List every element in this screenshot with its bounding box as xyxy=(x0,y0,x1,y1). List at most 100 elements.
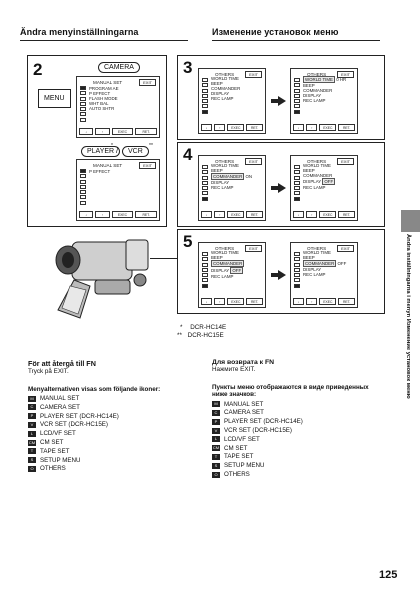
camera-set-icon xyxy=(294,257,300,262)
list-item-label: OTHERS xyxy=(224,471,250,479)
selected-item[interactable]: COMMANDER xyxy=(303,260,337,267)
exec-button[interactable]: EXEC xyxy=(319,124,337,131)
player-footnote-mark: * xyxy=(111,143,113,149)
others-icon xyxy=(202,283,208,288)
exec-button[interactable]: EXEC xyxy=(111,128,134,135)
exit-button[interactable]: EXIT xyxy=(245,245,262,252)
menu-item[interactable]: BEEP xyxy=(303,83,315,88)
menu-item[interactable]: COMMANDER xyxy=(211,86,241,91)
ret-button[interactable]: RET. xyxy=(246,124,263,131)
menu-item[interactable]: REC LAMP xyxy=(303,98,326,103)
menu-item[interactable]: WORLD TIME xyxy=(211,76,239,81)
menu-item[interactable]: DISPLAY xyxy=(211,180,230,185)
screen-title: MANUAL SET xyxy=(93,80,123,85)
ret-button[interactable]: RET. xyxy=(135,211,157,218)
down-button[interactable]: ↓ xyxy=(79,211,94,218)
menu-item[interactable]: REC LAMP xyxy=(303,272,326,277)
menu-item[interactable]: FLASH MODE xyxy=(89,96,118,101)
menu-item[interactable]: COMMANDER xyxy=(303,88,333,93)
ret-button[interactable]: RET. xyxy=(338,298,355,305)
menu-item[interactable]: REC LAMP xyxy=(303,185,326,190)
exec-button[interactable]: EXEC xyxy=(227,211,245,218)
ret-button[interactable]: RET. xyxy=(338,211,355,218)
exit-button[interactable]: EXIT xyxy=(139,79,156,86)
ret-button[interactable]: RET. xyxy=(135,128,157,135)
exec-button[interactable]: EXEC xyxy=(227,298,245,305)
ret-button[interactable]: RET. xyxy=(246,211,263,218)
menu-item[interactable]: BEEP xyxy=(303,255,315,260)
exit-button[interactable]: EXIT xyxy=(337,158,354,165)
menu-item[interactable]: DISPLAY OFF xyxy=(303,178,336,185)
menu-item[interactable]: COMMANDER xyxy=(211,260,245,267)
exec-button[interactable]: EXEC xyxy=(111,211,134,218)
exit-button[interactable]: EXIT xyxy=(337,71,354,78)
exec-button[interactable]: EXEC xyxy=(319,298,337,305)
menu-item[interactable]: WORLD TIME xyxy=(211,250,239,255)
item-label[interactable]: DISPLAY xyxy=(303,179,322,184)
up-button[interactable]: ↑ xyxy=(306,211,318,218)
menu-item[interactable]: REC LAMP xyxy=(211,96,234,101)
menu-button[interactable]: MENU xyxy=(38,89,71,108)
menu-item[interactable]: WORLD TIME xyxy=(211,163,239,168)
exit-button[interactable]: EXIT xyxy=(139,162,156,169)
menu-item[interactable]: REC LAMP xyxy=(211,274,234,279)
menu-item[interactable]: REC LAMP xyxy=(211,185,234,190)
up-button[interactable]: ↑ xyxy=(95,128,110,135)
menu-item[interactable]: COMMANDER xyxy=(303,173,333,178)
down-button[interactable]: ↓ xyxy=(293,211,305,218)
up-button[interactable]: ↑ xyxy=(306,298,318,305)
step4-screen-left: OTHERS EXIT WORLD TIME BEEP COMMANDER ON… xyxy=(198,155,266,221)
step4-screen-right: OTHERS EXIT WORLD TIME BEEP COMMANDER DI… xyxy=(290,155,358,221)
item-value[interactable]: OFF xyxy=(322,178,336,185)
down-button[interactable]: ↓ xyxy=(201,211,213,218)
menu-item[interactable]: DISPLAY xyxy=(303,93,322,98)
menu-item[interactable]: BEEP xyxy=(303,168,315,173)
selected-item[interactable]: COMMANDER xyxy=(211,260,245,267)
camcorder-dial xyxy=(133,273,147,287)
down-button[interactable]: ↓ xyxy=(293,298,305,305)
menu-item[interactable]: WORLD TIME 0 HR xyxy=(303,76,346,83)
menu-item[interactable]: PROGRAM AE xyxy=(89,86,119,91)
menu-item[interactable]: COMMANDER ON xyxy=(211,173,252,180)
down-button[interactable]: ↓ xyxy=(79,128,94,135)
ret-button[interactable]: RET. xyxy=(338,124,355,131)
up-button[interactable]: ↑ xyxy=(306,124,318,131)
menu-item[interactable]: DISPLAY xyxy=(303,267,322,272)
up-button[interactable]: ↑ xyxy=(95,211,110,218)
item-label[interactable]: DISPLAY xyxy=(211,268,230,273)
menu-item[interactable]: WORLD TIME xyxy=(303,163,331,168)
exit-button[interactable]: EXIT xyxy=(337,245,354,252)
cm-set-icon xyxy=(202,267,208,272)
menu-item[interactable]: DISPLAY OFF xyxy=(211,267,244,274)
exit-button[interactable]: EXIT xyxy=(245,158,262,165)
menu-item[interactable]: BEEP xyxy=(211,168,223,173)
manual-set-icon xyxy=(294,78,300,82)
menu-items: WORLD TIME BEEP COMMANDER DISPLAY REC LA… xyxy=(211,76,240,101)
selected-item[interactable]: COMMANDER xyxy=(211,173,245,180)
item-value[interactable]: OFF xyxy=(230,267,244,274)
up-button[interactable]: ↑ xyxy=(214,211,226,218)
menu-item[interactable]: P EFFECT xyxy=(89,169,111,174)
up-button[interactable]: ↑ xyxy=(214,124,226,131)
menu-item[interactable]: WORLD TIME xyxy=(303,250,331,255)
menu-item[interactable]: COMMANDER OFF xyxy=(303,260,346,267)
menu-item[interactable]: BEEP xyxy=(211,255,223,260)
menu-item[interactable]: DISPLAY xyxy=(211,91,230,96)
exec-button[interactable]: EXEC xyxy=(227,124,245,131)
menu-item[interactable]: P EFFECT xyxy=(89,91,111,96)
exec-button[interactable]: EXEC xyxy=(319,211,337,218)
footnote-text: DCR-HC15E xyxy=(187,332,224,339)
menu-item[interactable]: AUTO SHTR xyxy=(89,106,115,111)
menu-item[interactable]: BEEP xyxy=(211,81,223,86)
setup-menu-icon xyxy=(294,191,300,196)
selected-item[interactable]: WORLD TIME xyxy=(303,76,335,83)
down-button[interactable]: ↓ xyxy=(201,298,213,305)
menu-item[interactable]: WHT BAL xyxy=(89,101,109,106)
exit-button[interactable]: EXIT xyxy=(245,71,262,78)
up-button[interactable]: ↑ xyxy=(214,298,226,305)
ret-button[interactable]: RET. xyxy=(246,298,263,305)
down-button[interactable]: ↓ xyxy=(201,124,213,131)
down-button[interactable]: ↓ xyxy=(293,124,305,131)
